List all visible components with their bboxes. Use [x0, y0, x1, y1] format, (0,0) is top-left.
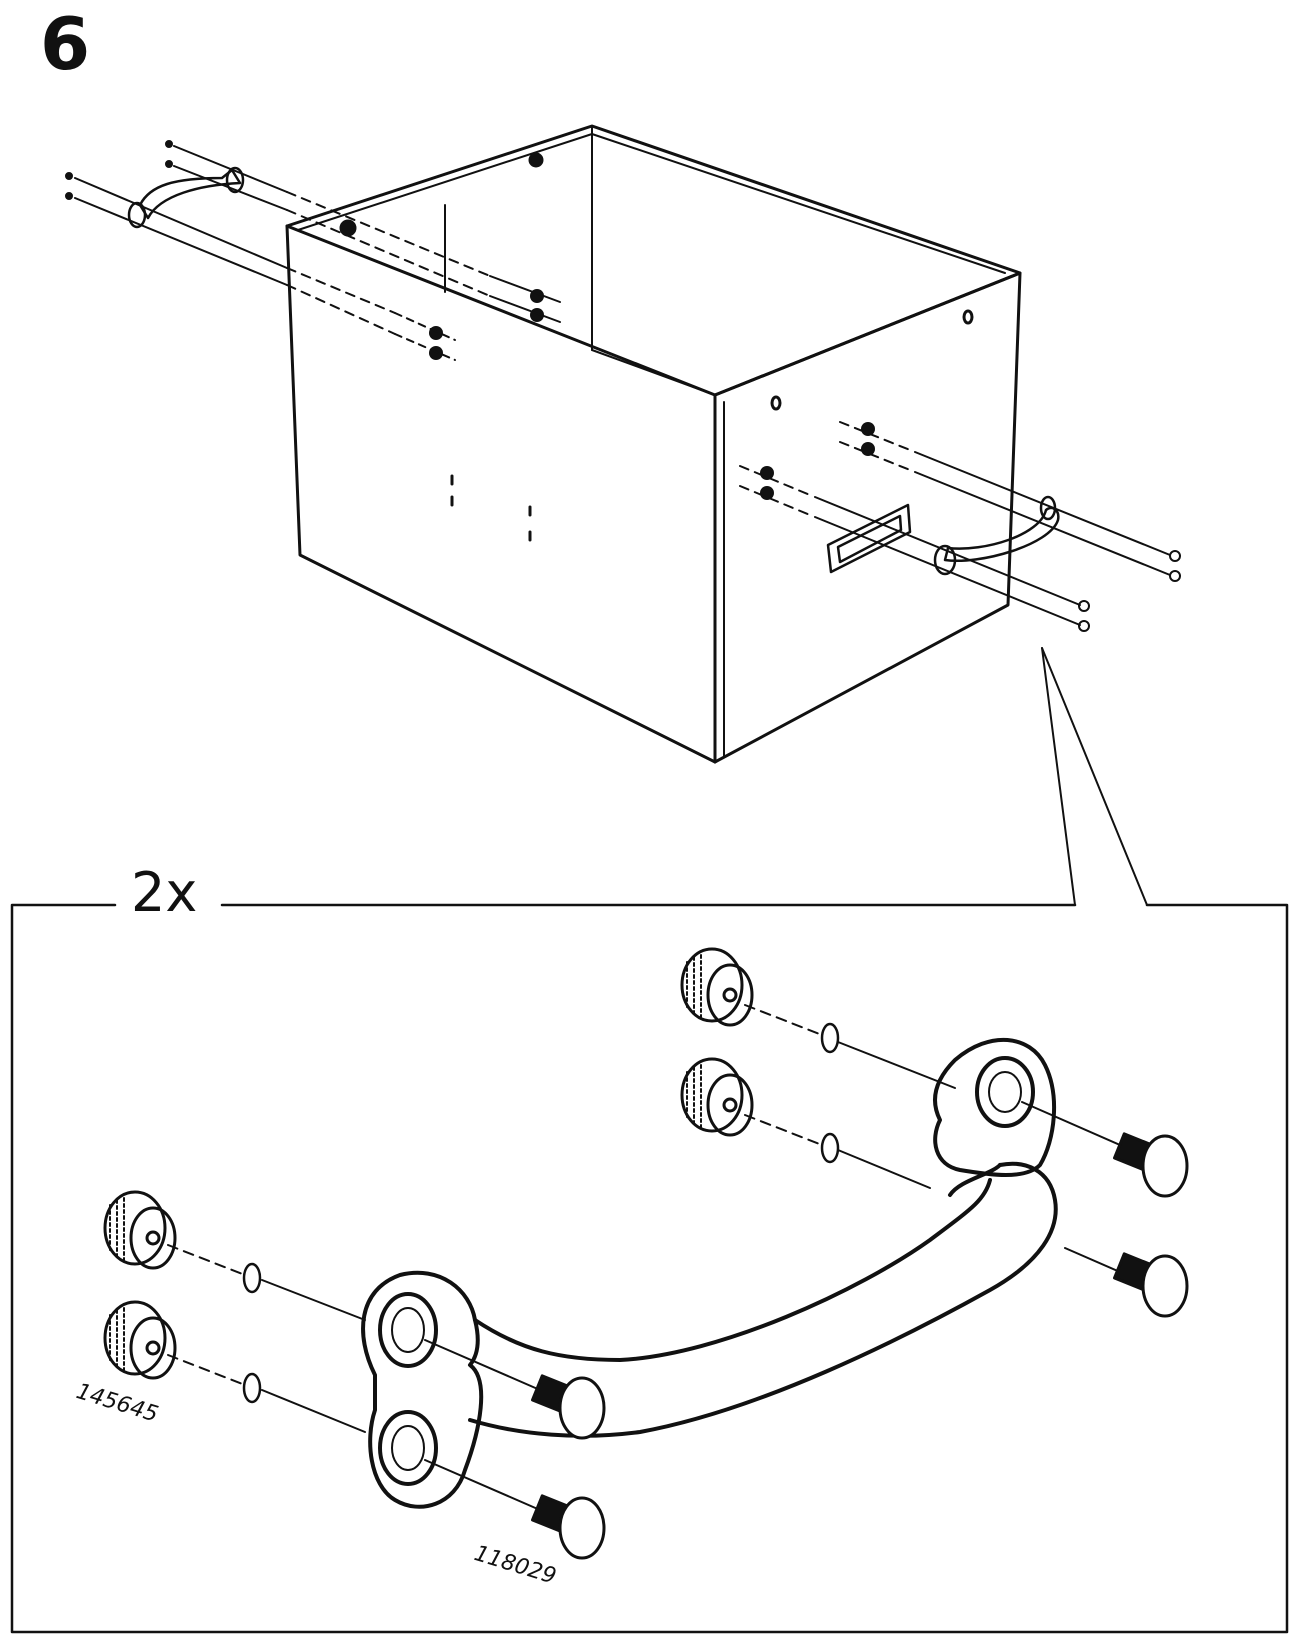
- knurled-nut-icon: [680, 947, 754, 1027]
- handle-icon: [933, 495, 1060, 576]
- bolt-icon: [531, 1494, 606, 1560]
- storage-box-icon: [285, 124, 1022, 764]
- label-holder-icon: [826, 503, 912, 574]
- knurled-nut-icon: [103, 1190, 177, 1270]
- bolt-lines-right: [739, 421, 1181, 632]
- knurled-nut-icon: [103, 1300, 177, 1380]
- quantity-label: 2x: [125, 866, 212, 920]
- box-holes-left: [429, 289, 875, 500]
- detail-frame: [10, 903, 1289, 1634]
- washer-icon: [242, 1022, 840, 1404]
- bolt-icon: [1113, 1132, 1189, 1198]
- callout-pointer: [1041, 647, 1148, 906]
- bolt-icon: [531, 1374, 606, 1440]
- knurled-nut-icon: [680, 1057, 754, 1137]
- handle-icon: [127, 166, 245, 229]
- bolt-lines-left: [65, 140, 561, 361]
- detail-guide-lines: [167, 1004, 1121, 1511]
- bolt-icon: [1113, 1252, 1189, 1318]
- step-number: 6: [40, 2, 91, 86]
